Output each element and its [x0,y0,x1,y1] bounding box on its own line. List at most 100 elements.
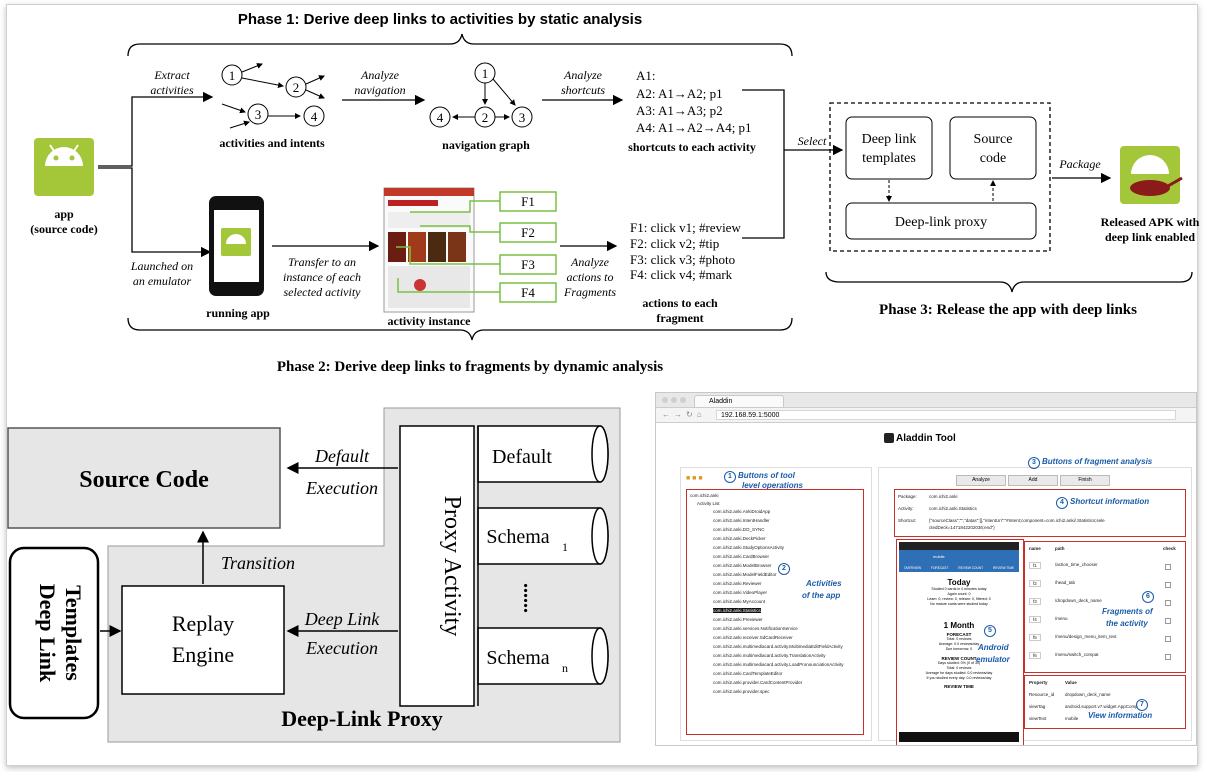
emu-review-time: REVIEW TIME [944,684,974,689]
phase3-brace [825,271,1193,293]
tree-item[interactable]: com.ichi2.anki.DO_SYNC [713,527,765,532]
released-label-2: deep link enabled [1105,230,1195,244]
folder-icons[interactable]: ■ ■ ■ [686,475,703,482]
note-1b: level operations [742,481,803,490]
add-button[interactable]: Add [1008,475,1058,486]
frag-name[interactable]: f2 [1029,580,1041,587]
tree-item[interactable]: com.ichi2.anki.Reviewer [713,581,762,586]
emu-today: Today [947,578,971,587]
tree-item[interactable]: com.ichi2.anki.ModelFieldEditor [713,572,777,577]
frag-name[interactable]: f3 [1029,598,1041,605]
transfer-label-2: instance of each [283,270,361,284]
browser-tab[interactable]: Aladdin [694,395,784,407]
emu-tab[interactable]: REVIEW TIME [993,566,1015,570]
frag-path: /menu [1055,616,1068,621]
launch-arrow [98,167,212,258]
frag-header: check [1163,546,1176,551]
fragment-boxes: F1 F2 F3 F4 [396,191,557,303]
analyze-button[interactable]: Analyze [956,475,1006,486]
emu-line: If you studied every day: 0.0 reviews/da… [926,676,992,680]
emu-tab[interactable]: FORECAST [931,566,949,570]
deep-link-proxy-title: Deep-Link Proxy [281,706,443,731]
frag-checkbox[interactable] [1165,564,1171,570]
svg-text:F1: F1 [521,194,535,209]
tree-item[interactable]: com.ichi2.anki.multimediacard.activity.M… [713,644,843,649]
analyze-shortcuts-label-2: shortcuts [561,83,605,97]
frag-checkbox[interactable] [1165,582,1171,588]
tree-item[interactable]: com.ichi2.anki.provider.CardContentProvi… [713,680,803,685]
emulator-deck[interactable]: mobile [899,550,1019,564]
source-label-2: code [980,151,1006,166]
templates-label-1: Deep link [862,132,917,147]
prop-key: viewTag [1029,704,1046,709]
frag-checkbox[interactable] [1165,600,1171,606]
deep-link-exec-label-2: Execution [305,638,378,658]
info-value: {"sourceClass":"","datas":[],"intentUri"… [929,518,1105,523]
replay-label-1: Replay [172,611,234,636]
tree-item[interactable]: com.ichi2.anki.MyAccount [713,599,766,604]
tree-item[interactable]: com.ichi2.anki.multimediacard.activity.L… [713,662,844,667]
note-2: 2 [778,563,792,575]
tree-item[interactable]: com.ichi2.anki.VideoPlayer [713,590,767,595]
tree-item[interactable]: com.ichi2.anki.CardBrowser [713,554,770,559]
browser-urlbar: ←→↻⌂ 192.168.59.1:5000 [656,408,1196,423]
tree-item[interactable]: com.ichi2.anki.AnkiDroidApp [713,509,771,514]
frag-checkbox[interactable] [1165,618,1171,624]
tree-item[interactable]: com.ichi2.anki.ModelBrowser [713,563,772,568]
schema-n-subscript: n [562,661,568,675]
svg-text:2: 2 [293,80,300,95]
frag-name[interactable]: f6 [1029,652,1041,659]
tree-item[interactable]: com.ichi2.anki.StudyOptionsActivity [713,545,785,550]
tree-item[interactable]: com.ichi2.anki.IntentHandler [713,518,770,523]
note-7a: View information [1088,711,1153,720]
tree-root[interactable]: com.ichi2.anki [690,493,719,498]
info-label: Package: [898,494,917,499]
tree-item[interactable]: com.ichi2.anki.receiver.SdCardReceiver [713,635,793,640]
app-android-icon [34,138,94,196]
tree-item[interactable]: com.ichi2.anki.CardTemplateEditor [713,671,783,676]
tree-item[interactable]: com.ichi2.anki.multimediacard.activity.T… [713,653,826,658]
launched-label-2: an emulator [133,274,192,288]
emu-line: Due tomorrow: 0 [945,647,973,651]
frag-checkbox[interactable] [1165,636,1171,642]
prop-key: Resource_id [1029,692,1055,697]
tree-item-selected[interactable]: com.ichi2.anki.Statistics [713,608,761,613]
view-info-box: Property Value Resource_id dropdown_deck… [1024,675,1186,729]
frag-name[interactable]: f4 [1029,616,1041,623]
left-panel [680,467,872,741]
analyze-shortcuts-label-1: Analyze [563,68,603,82]
analyze-nav-label-1: Analyze [360,68,400,82]
emu-tab[interactable]: REVIEW COUNT [958,566,984,570]
actions-label-1: actions to each [642,296,718,310]
note-2a: Activities [806,579,842,588]
svg-text:F1: click v1; #review: F1: click v1; #review [630,220,741,235]
prop-header: Value [1065,680,1077,685]
schema-1-label: Schema [486,526,549,548]
note-6a: Fragments of [1102,607,1153,616]
frag-name[interactable]: f5 [1029,634,1041,641]
tree-activity-list[interactable]: Activity List [697,501,720,506]
frag-name[interactable]: f1 [1029,562,1041,569]
emu-line: Days studied: 0% (0 of 30) [937,661,981,665]
nav-graph-label: navigation graph [442,138,530,152]
note-7: 7 [1136,699,1150,711]
tree-item[interactable]: com.ichi2.anki.provider.spec [713,689,770,694]
prop-value: dropdown_deck_name [1065,692,1111,697]
prop-value: mobile [1065,716,1079,721]
finish-button[interactable]: Finish [1060,475,1110,486]
emulator-tabs[interactable]: OVERVIEW FORECAST REVIEW COUNT REVIEW TI… [899,564,1019,572]
proxy-activity-label: Proxy Activity [439,496,465,637]
browser-nav-icons[interactable]: ←→↻⌂ [662,410,706,419]
tree-item[interactable]: com.ichi2.anki.services.NotificationServ… [713,626,798,631]
emulator-screen[interactable]: mobile OVERVIEW FORECAST REVIEW COUNT RE… [899,542,1019,742]
frag-checkbox[interactable] [1165,654,1171,660]
prop-header: Property [1029,680,1048,685]
emu-navbar[interactable] [899,732,1019,742]
emu-tab[interactable]: OVERVIEW [903,566,922,570]
app-title: Aladdin Tool [896,433,956,444]
svg-text:A3: A1→A3; p2: A3: A1→A3; p2 [636,103,723,118]
tree-item[interactable]: com.ichi2.anki.DeckPicker [713,536,766,541]
url-field[interactable]: 192.168.59.1:5000 [716,410,1176,420]
tree-item[interactable]: com.ichi2.anki.Previewer [713,617,763,622]
